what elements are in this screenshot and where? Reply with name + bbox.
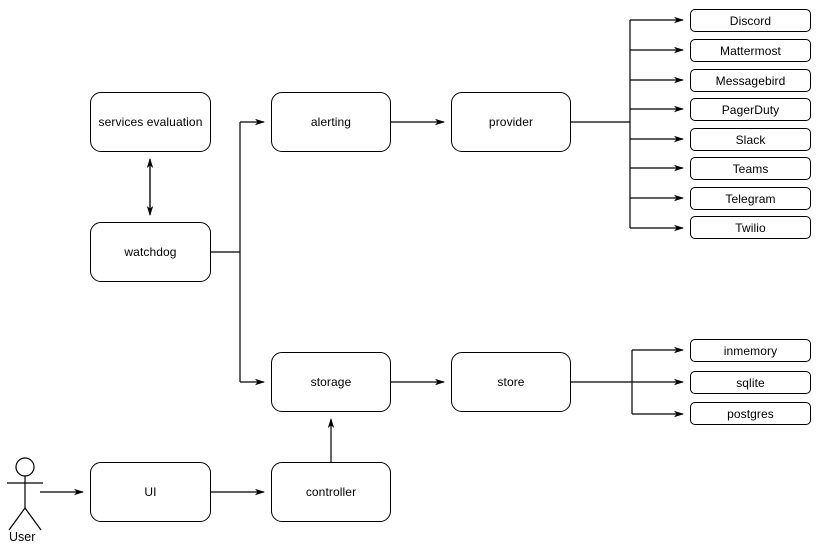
node-label: Slack <box>735 132 766 147</box>
node-label: inmemory <box>723 343 778 358</box>
node-label: watchdog <box>124 245 177 259</box>
node-store[interactable]: store <box>451 352 571 412</box>
node-alerting[interactable]: alerting <box>271 92 391 152</box>
node-watchdog[interactable]: watchdog <box>90 222 211 282</box>
node-label: Twilio <box>735 220 766 235</box>
node-provider-pagerduty[interactable]: PagerDuty <box>690 98 811 121</box>
node-label: Mattermost <box>719 43 781 58</box>
node-label: Discord <box>729 13 772 28</box>
node-services-evaluation[interactable]: services evaluation <box>90 92 211 152</box>
node-controller[interactable]: controller <box>271 462 391 522</box>
node-store-postgres[interactable]: postgres <box>690 402 811 425</box>
node-provider-discord[interactable]: Discord <box>690 9 811 32</box>
node-store-sqlite[interactable]: sqlite <box>690 371 811 394</box>
node-label: services evaluation <box>98 115 203 129</box>
node-provider-messagebird[interactable]: Messagebird <box>690 69 811 92</box>
node-storage[interactable]: storage <box>271 352 391 412</box>
node-provider-telegram[interactable]: Telegram <box>690 187 811 210</box>
node-provider-teams[interactable]: Teams <box>690 157 811 180</box>
node-label: postgres <box>727 406 774 421</box>
node-label: Messagebird <box>715 73 786 88</box>
node-label: alerting <box>310 115 352 129</box>
actor-user-label: User <box>9 530 36 544</box>
node-provider-mattermost[interactable]: Mattermost <box>690 39 811 62</box>
node-provider-twilio[interactable]: Twilio <box>690 216 811 239</box>
node-label: provider <box>488 115 534 129</box>
node-label: PagerDuty <box>721 102 780 117</box>
node-label: Teams <box>732 161 769 176</box>
node-label: controller <box>305 485 357 499</box>
node-label: UI <box>144 485 157 499</box>
node-provider[interactable]: provider <box>451 92 571 152</box>
node-provider-slack[interactable]: Slack <box>690 128 811 151</box>
node-label: storage <box>310 375 352 389</box>
actor-user-figure <box>7 457 43 531</box>
node-store-inmemory[interactable]: inmemory <box>690 339 811 362</box>
node-label: sqlite <box>736 375 765 390</box>
node-label: store <box>497 375 525 389</box>
node-ui[interactable]: UI <box>90 462 211 522</box>
node-label: Telegram <box>725 191 776 206</box>
